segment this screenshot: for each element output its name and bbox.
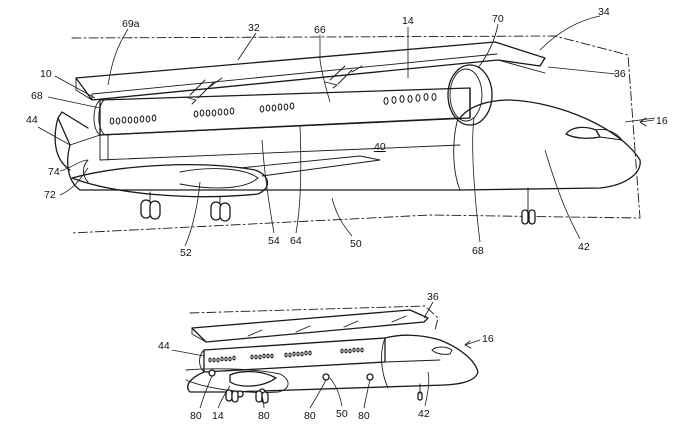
cabin-windows-top xyxy=(109,102,295,125)
numeral-32: 32 xyxy=(248,22,260,34)
bottom-aircraft-view: 36 16 44 80 14 80 80 50 80 42 xyxy=(158,291,494,422)
roof-panel-top xyxy=(75,41,546,101)
numeral-50-bottom: 50 xyxy=(336,408,348,420)
numeral-80-a: 80 xyxy=(190,410,202,422)
numeral-68-right: 68 xyxy=(472,245,484,257)
nose-landing-gear-top xyxy=(521,187,536,225)
numeral-72: 72 xyxy=(44,189,56,201)
numeral-16: 16 xyxy=(656,115,668,127)
module-outline-top xyxy=(71,35,641,234)
forward-windows-top xyxy=(383,93,437,105)
roof-supports xyxy=(184,65,363,105)
cabin-windows-bottom xyxy=(208,347,364,363)
numeral-54: 54 xyxy=(268,235,280,247)
cockpit-windows xyxy=(565,126,601,139)
numeral-66: 66 xyxy=(314,24,326,36)
fuselage-lower-bottom xyxy=(187,371,231,393)
landing-gear-bottom xyxy=(225,383,423,404)
numeral-80-b: 80 xyxy=(258,410,270,422)
numeral-14-bottom: 14 xyxy=(212,410,224,422)
reference-numerals-bottom: 36 16 44 80 14 80 80 50 80 42 xyxy=(158,291,494,422)
numeral-42-bottom: 42 xyxy=(418,408,430,420)
reference-numerals-top: 34 32 66 14 70 69a 10 68 44 36 16 74 72 … xyxy=(26,6,668,259)
numeral-70: 70 xyxy=(492,13,504,25)
numeral-14: 14 xyxy=(402,15,414,27)
roof-panel-bottom xyxy=(191,309,429,343)
bulkhead-ring xyxy=(447,64,493,126)
main-landing-gear-top xyxy=(140,191,231,222)
numeral-80-c: 80 xyxy=(304,410,316,422)
numeral-42: 42 xyxy=(578,241,590,253)
numeral-10: 10 xyxy=(40,68,52,80)
leader-lines-top xyxy=(37,15,656,247)
numeral-44: 44 xyxy=(26,114,38,126)
leader-lines-bottom xyxy=(171,301,481,409)
engine-top xyxy=(179,168,259,189)
module-outline-bottom xyxy=(189,305,439,331)
fuselage-lower-top xyxy=(67,117,461,191)
numeral-40: 40 xyxy=(374,141,386,153)
numeral-36: 36 xyxy=(614,68,626,80)
numeral-80-d: 80 xyxy=(358,410,370,422)
wing-top xyxy=(71,164,269,198)
numeral-34: 34 xyxy=(598,6,610,18)
numeral-69a: 69a xyxy=(122,18,140,30)
numeral-36-bottom: 36 xyxy=(427,291,439,303)
cabin-module-top xyxy=(99,87,471,136)
nose-section-bottom xyxy=(229,334,479,393)
numeral-44-bottom: 44 xyxy=(158,340,170,352)
nose-section-top xyxy=(459,99,641,191)
numeral-74: 74 xyxy=(48,166,60,178)
numeral-16-bottom: 16 xyxy=(482,333,494,345)
numeral-64: 64 xyxy=(290,235,302,247)
numeral-50: 50 xyxy=(350,238,362,250)
tail-cone-top xyxy=(54,111,89,171)
cockpit-windows-bottom xyxy=(431,346,453,355)
numeral-68-left: 68 xyxy=(31,90,43,102)
top-aircraft-view: 34 32 66 14 70 69a 10 68 44 36 16 74 72 … xyxy=(26,6,668,259)
numeral-52: 52 xyxy=(180,247,192,259)
